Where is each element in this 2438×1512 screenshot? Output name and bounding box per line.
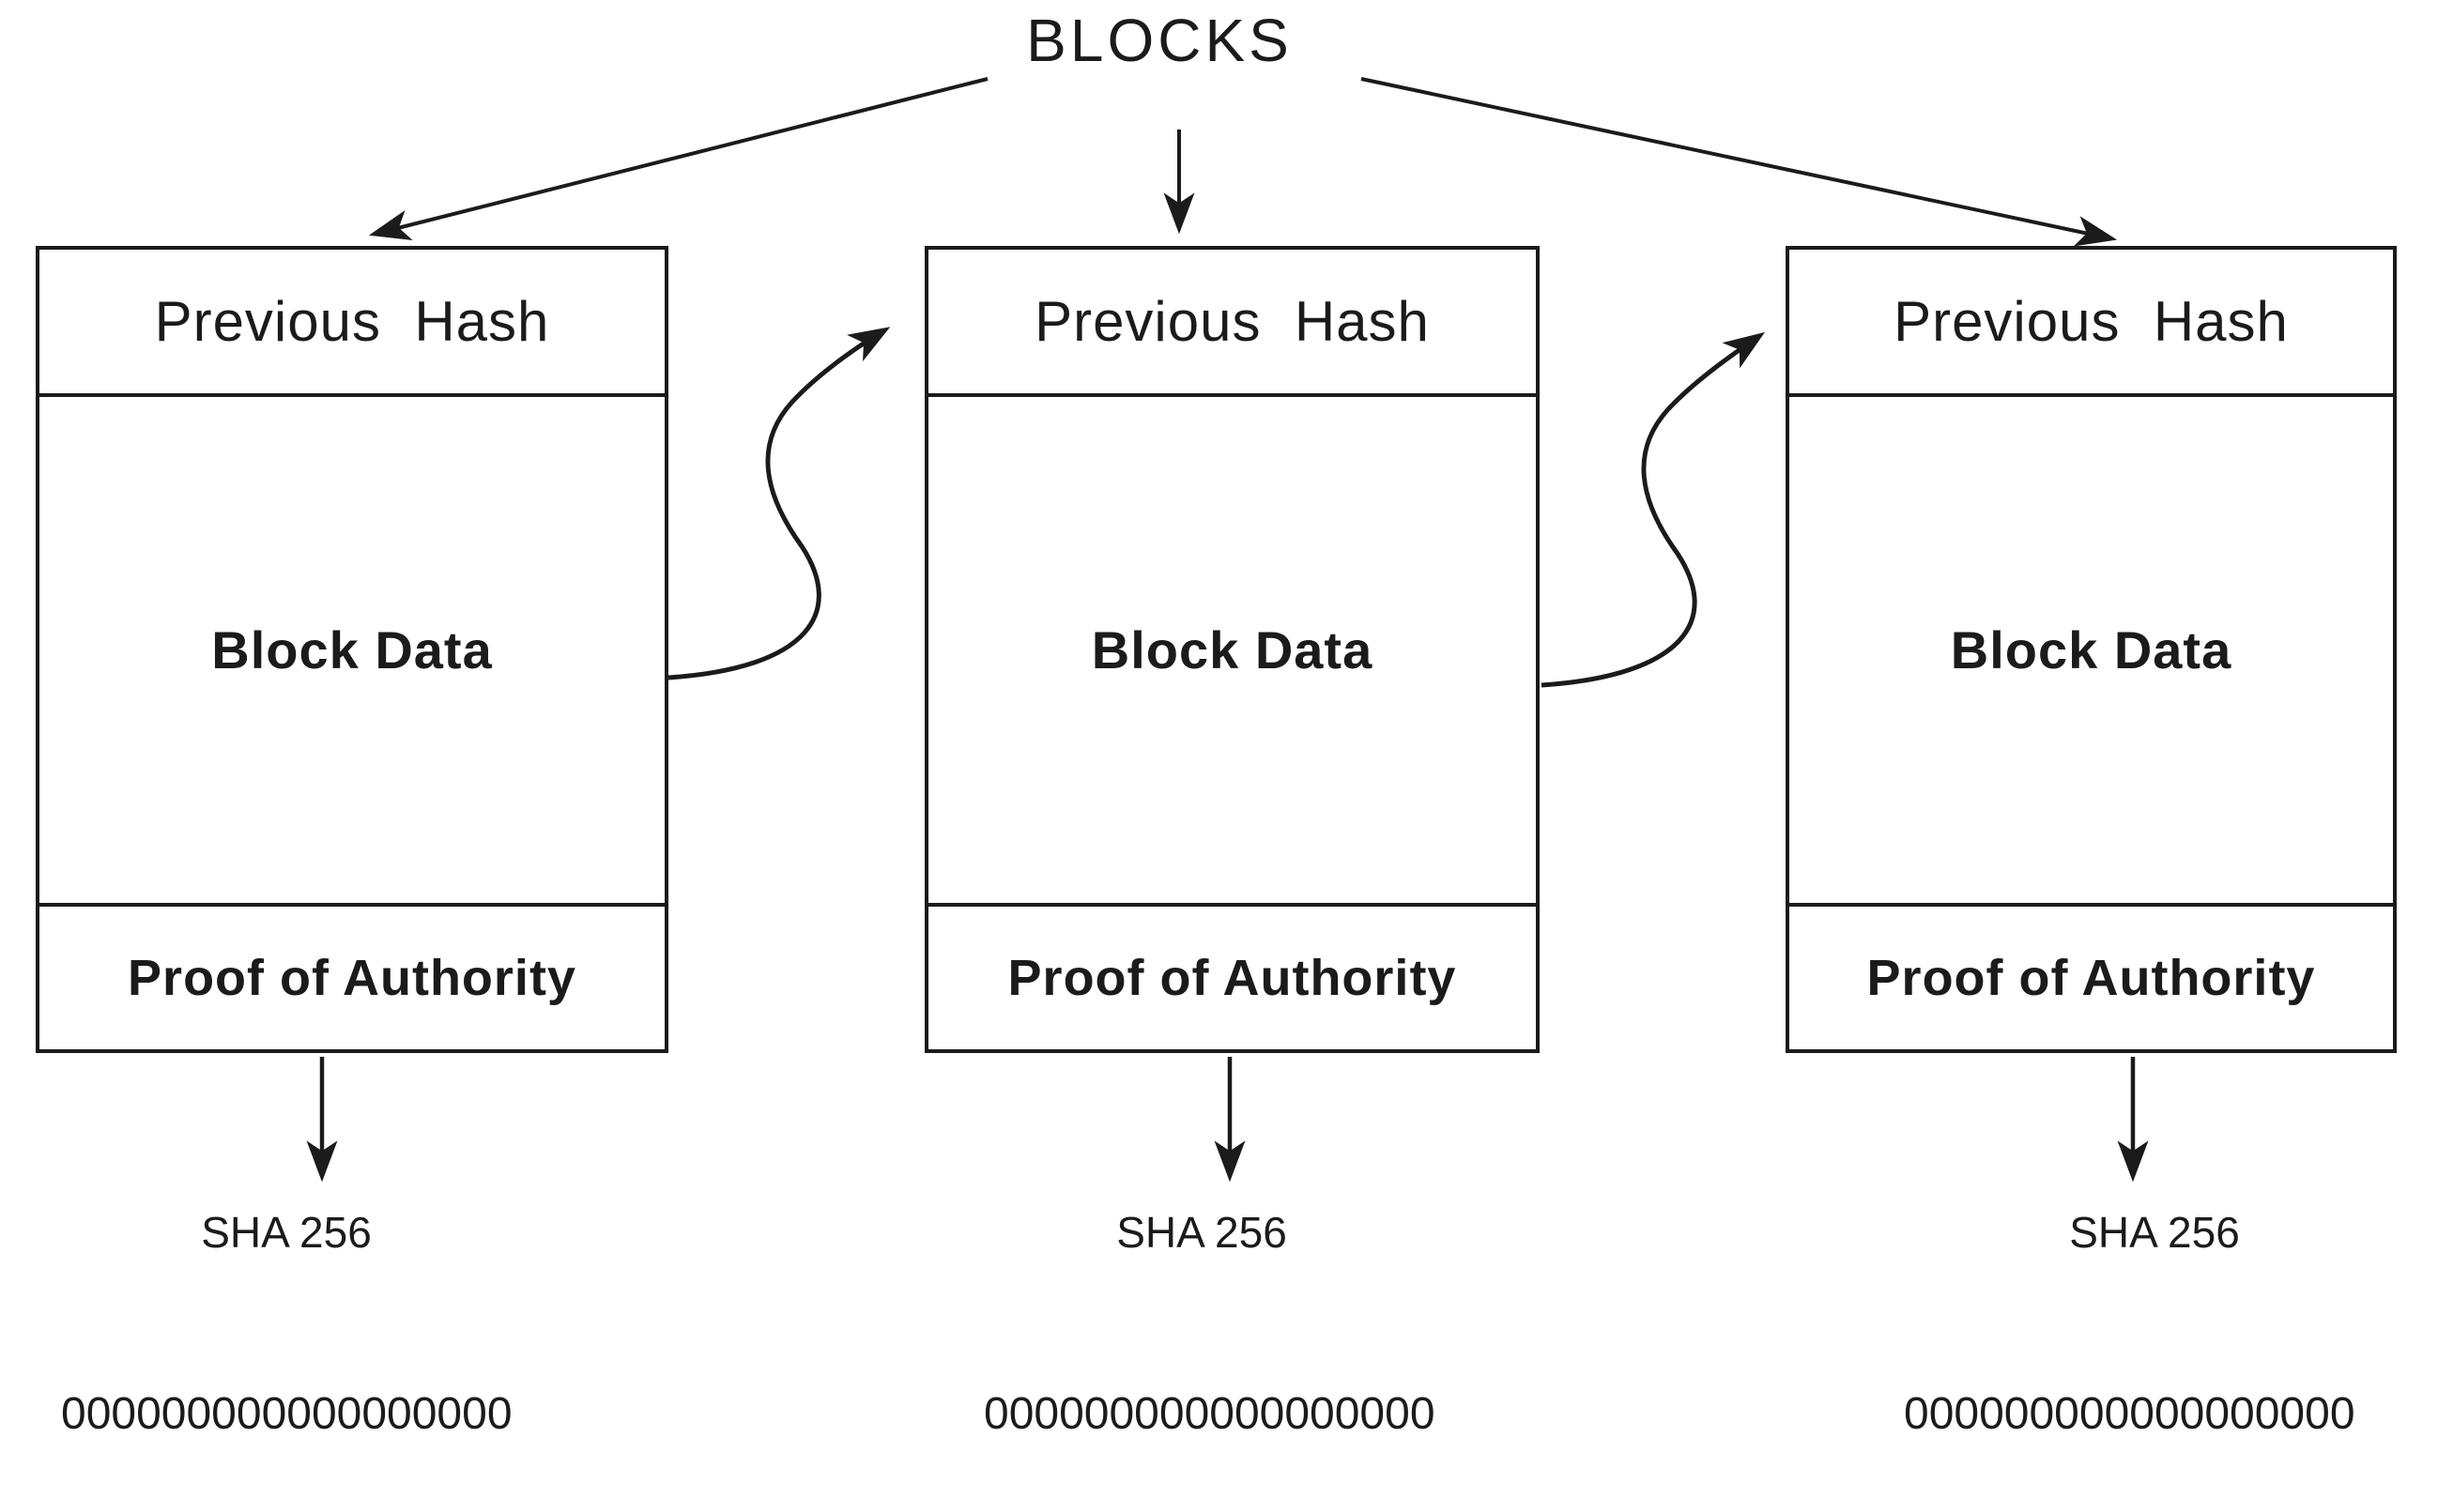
block-3-hash-output: 000000000000000000 000000000000001011 10… (1904, 1297, 2416, 1512)
block-3-previous-hash-section: Previous Hash (1789, 250, 2393, 397)
block-1-hash-output: 000000000000000000 000000000000001011 10… (61, 1297, 574, 1512)
block-1: Previous Hash Block Data Proof of Author… (36, 246, 668, 1053)
block-2-hash-output: 000000000000000000 000000000000001011 10… (984, 1297, 1496, 1512)
block-2-proof-of-authority-section: Proof of Authority (928, 903, 1536, 1049)
block-1-data-section: Block Data (211, 620, 493, 680)
block-1-previous-hash-section: Previous Hash (39, 250, 665, 397)
block-2-sha-label: SHA 256 (1116, 1208, 1287, 1257)
diagram-title: BLOCKS (1026, 7, 1293, 74)
hash-link-arrow-block1-to-block2 (667, 327, 891, 680)
arrow-blocks-to-block3 (1360, 77, 2118, 247)
block-3-sha-label: SHA 256 (2069, 1208, 2240, 1257)
hash-line: 000000000000000000 (984, 1389, 1435, 1439)
hash-link-arrow-block2-to-block3 (1541, 331, 1766, 688)
block-2-data-section: Block Data (1091, 620, 1373, 680)
block-3: Previous Hash Block Data Proof of Author… (1786, 246, 2397, 1053)
block-1-sha-label: SHA 256 (201, 1208, 372, 1257)
block-3-data-section: Block Data (1950, 620, 2232, 680)
hash-line: 000000000000000000 (61, 1389, 513, 1439)
block-2: Previous Hash Block Data Proof of Author… (925, 246, 1540, 1053)
block-3-proof-of-authority-section: Proof of Authority (1789, 903, 2393, 1049)
block-1-proof-of-authority-section: Proof of Authority (39, 903, 665, 1049)
hash-line: 000000000000000000 (1904, 1389, 2355, 1439)
block-2-previous-hash-section: Previous Hash (928, 250, 1536, 397)
arrow-blocks-to-block1 (368, 77, 989, 241)
